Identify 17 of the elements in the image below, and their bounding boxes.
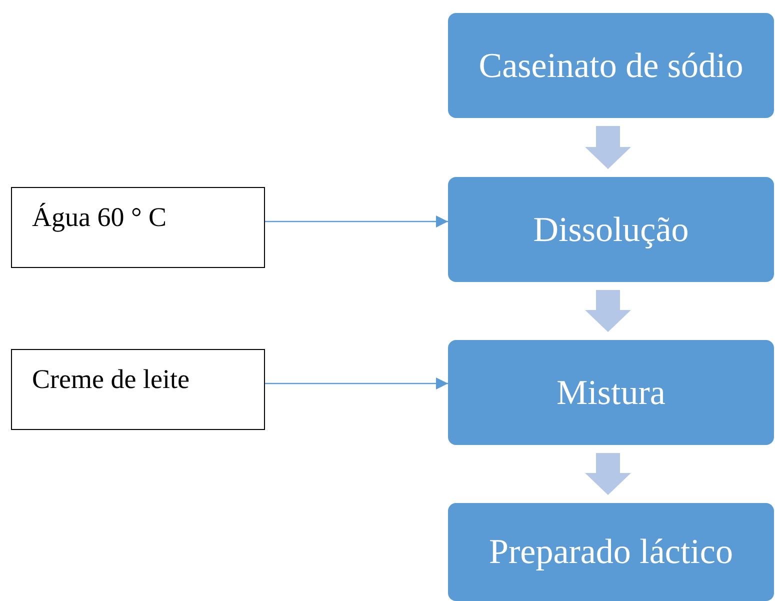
node-text: Caseinato de sódio: [478, 46, 744, 86]
block-arrow: [585, 126, 631, 169]
node-text: Dissolução: [533, 210, 689, 250]
input-box: [11, 349, 265, 430]
node-text: Mistura: [556, 372, 666, 412]
process-box: [448, 177, 774, 282]
process-box: [448, 503, 774, 601]
arrow: [265, 378, 448, 390]
input-box: [11, 187, 265, 268]
block-arrow: [585, 453, 631, 495]
block-arrow: [585, 290, 631, 332]
arrow: [265, 216, 448, 228]
node-text: Água 60 ° C: [32, 202, 167, 232]
process-box: [448, 13, 774, 118]
node-text: Creme de leite: [32, 364, 190, 394]
process-box: [448, 340, 774, 445]
node-text: Preparado láctico: [489, 532, 733, 572]
